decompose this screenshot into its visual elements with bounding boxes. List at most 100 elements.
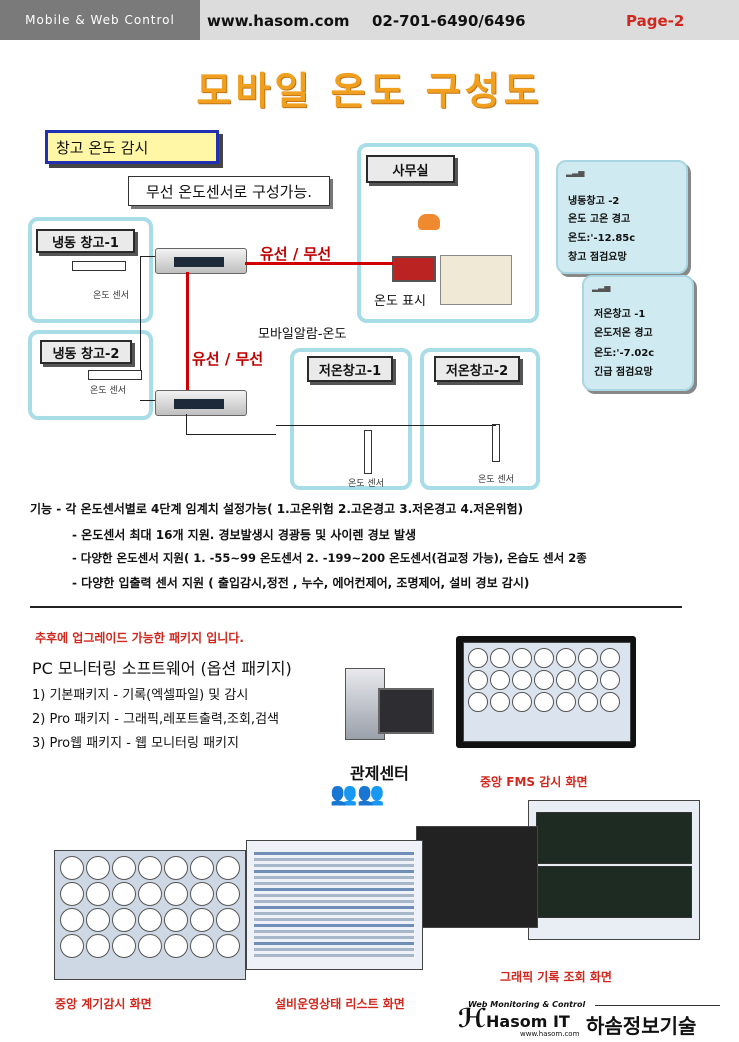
zone-cold-2-label: 저온창고-2 (434, 356, 520, 382)
wire-red (186, 272, 189, 390)
zone-cold-1-sensor: 온도 센서 (348, 479, 384, 489)
header-bar (200, 0, 739, 40)
phone-line: 긴급 점검요망 (594, 367, 653, 378)
gauge-icon (112, 934, 136, 958)
list-row (254, 948, 414, 951)
fms-caption: 중앙 FMS 감시 화면 (480, 775, 588, 789)
sensor-icon (88, 370, 142, 380)
logo-rule (595, 1005, 720, 1006)
phone-alert-2: ▂▃▅ 저온창고 -1 온도저온 경고 온도:'-7.02c 긴급 점검요망 (582, 275, 694, 391)
gauge-grid (60, 856, 240, 966)
gauge-icon (60, 856, 84, 880)
list-row (254, 900, 414, 903)
upgrade-note: 추후에 업그레이드 가능한 패키지 입니다. (35, 631, 244, 645)
gauge-icon (112, 908, 136, 932)
list-row (254, 936, 414, 939)
sensor-icon (492, 424, 500, 462)
wireless-note: 무선 온도센서로 구성가능. (128, 176, 330, 206)
gauge-icon (138, 908, 162, 932)
gauge-icon (534, 670, 554, 690)
header-site: www.hasom.com (207, 12, 350, 30)
sensor-icon (364, 430, 372, 474)
gauge-icon (600, 692, 620, 712)
page-title: 모바일 온도 구성도 (196, 69, 543, 113)
zone-freeze-1-label: 냉동 창고-1 (36, 229, 135, 253)
list-row (254, 882, 414, 885)
gauge-icon (138, 882, 162, 906)
fms-gauge-grid (468, 648, 626, 733)
gauge-icon (556, 648, 576, 668)
temp-display-icon (392, 256, 436, 282)
graph-panel (536, 866, 692, 918)
gauge-icon (190, 882, 214, 906)
gauge-icon (556, 670, 576, 690)
zone-freeze-2-label: 냉동 창고-2 (40, 340, 132, 364)
list-row (254, 876, 414, 879)
list-row (254, 864, 414, 867)
phone-line: 창고 점검요망 (568, 252, 627, 263)
controller-1-icon (155, 248, 247, 274)
list-row (254, 930, 414, 933)
phone-line: 온도:'-12.85c (568, 233, 636, 244)
gauge-icon (138, 856, 162, 880)
gauge-icon (600, 670, 620, 690)
list-row (254, 870, 414, 873)
wire (140, 256, 155, 257)
list-rows (254, 852, 414, 962)
users-icon: 👥👥 (330, 782, 385, 807)
gauge-icon (216, 856, 240, 880)
list-row (254, 912, 414, 915)
control-center-label: 관제센터 (350, 764, 409, 783)
logo-korean: 하솜정보기술 (586, 1014, 697, 1038)
gauge-icon (490, 648, 510, 668)
phone-line: 온도 고온 경고 (568, 214, 631, 225)
logo-mark-icon: ℋ (458, 1004, 486, 1034)
gauge-icon (468, 670, 488, 690)
graph-screen-2 (416, 826, 538, 928)
gauge-caption: 중앙 계기감시 화면 (55, 997, 152, 1011)
gauge-icon (60, 934, 84, 958)
list-row (254, 924, 414, 927)
software-item: 3) Pro웹 패키지 - 웹 모니터링 패키지 (32, 736, 239, 751)
gauge-icon (512, 648, 532, 668)
gauge-icon (190, 856, 214, 880)
list-row (254, 888, 414, 891)
gauge-icon (112, 856, 136, 880)
zone-cold-2-sensor: 온도 센서 (478, 475, 514, 485)
software-title: PC 모니터링 소프트웨어 (옵션 패키지) (32, 659, 292, 678)
wire (186, 434, 276, 435)
gauge-icon (60, 908, 84, 932)
mobile-alarm-label: 모바일알람-온도 (258, 327, 347, 342)
divider (30, 606, 682, 608)
wire-red (245, 262, 393, 265)
phone-line: 저온창고 -1 (594, 309, 646, 320)
gauge-icon (86, 882, 110, 906)
list-row (254, 906, 414, 909)
gauge-icon (468, 692, 488, 712)
gauge-icon (578, 670, 598, 690)
function-line: - 다양한 입출력 센서 지원 ( 출입감시,정전 , 누수, 에어컨제어, 조… (72, 576, 530, 590)
header-phone: 02-701-6490/6496 (372, 12, 526, 30)
gauge-icon (216, 882, 240, 906)
list-row (254, 894, 414, 897)
gauge-icon (512, 670, 532, 690)
alarm-unit-icon (440, 255, 512, 305)
pc-monitor-icon (378, 688, 434, 734)
gauge-icon (164, 908, 188, 932)
list-row (254, 918, 414, 921)
phone-line: 온도저온 경고 (594, 328, 653, 339)
gauge-icon (86, 856, 110, 880)
function-line: - 다양한 온도센서 지원( 1. -55~99 온도센서 2. -199~20… (72, 551, 587, 565)
function-line: - 온도센서 최대 16개 지원. 경보발생시 경광등 및 사이렌 경보 발생 (72, 528, 417, 542)
wire (276, 425, 496, 426)
logo-brand: Hasom IT (486, 1012, 570, 1031)
office-label: 사무실 (366, 155, 455, 183)
wire (186, 414, 187, 434)
gauge-icon (112, 882, 136, 906)
wire (140, 400, 155, 401)
controller-2-icon (155, 390, 247, 416)
gauge-icon (578, 648, 598, 668)
list-caption: 설비운영상태 리스트 화면 (275, 997, 405, 1011)
header-page: Page-2 (626, 12, 685, 30)
phone-line: 온도:'-7.02c (594, 348, 655, 359)
